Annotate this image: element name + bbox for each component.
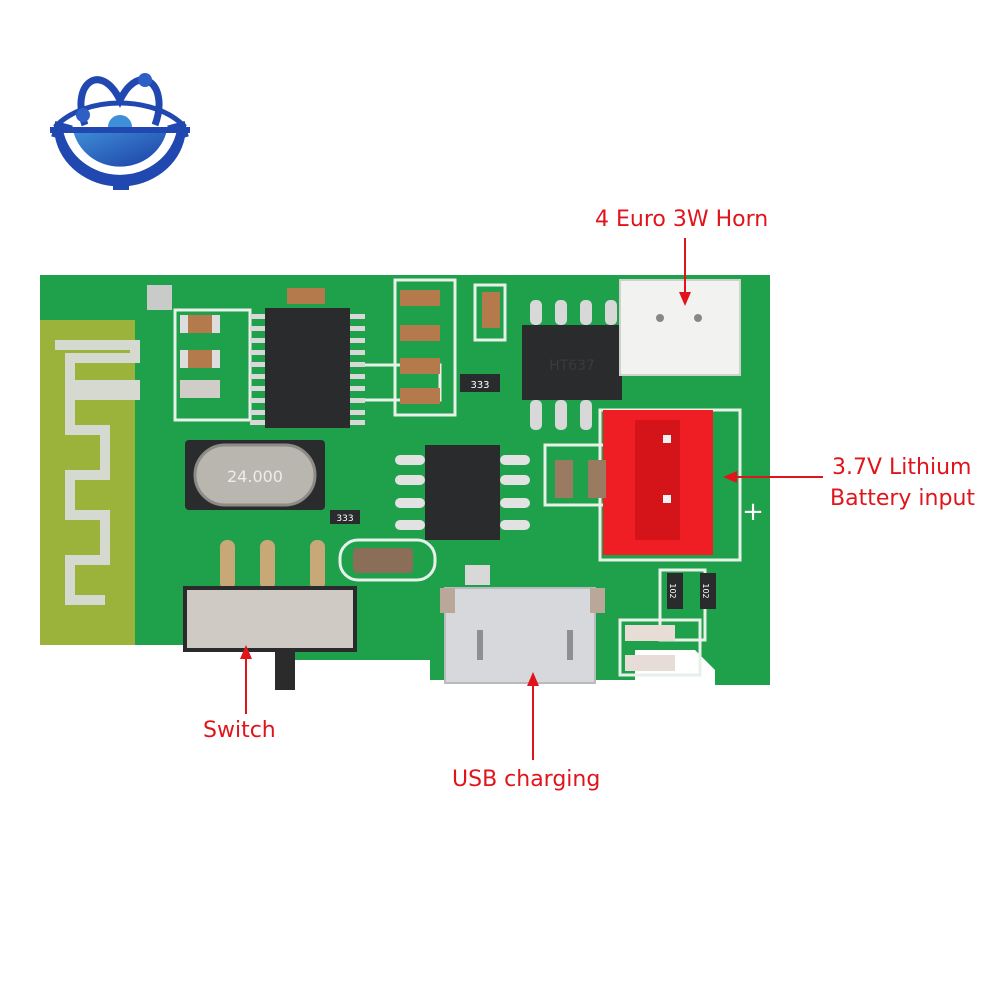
svg-text:102: 102: [668, 583, 677, 598]
horn-label: 4 Euro 3W Horn: [595, 207, 769, 232]
switch-label: Switch: [203, 718, 276, 743]
battery-label-line2: Battery input: [830, 486, 976, 511]
switch-arrow-line: [245, 658, 247, 714]
arrow-up-icon: [240, 645, 252, 659]
arrow-down-icon: [679, 292, 691, 306]
svg-text:333: 333: [336, 514, 353, 524]
bluetooth-audio-pcb: 333 HT637 + 24.000 333: [35, 270, 775, 700]
svg-text:24.000: 24.000: [227, 467, 283, 486]
arrow-up-icon: [527, 672, 539, 686]
svg-text:HT637: HT637: [549, 358, 595, 374]
svg-text:333: 333: [470, 380, 489, 391]
arrow-left-icon: [723, 471, 737, 483]
svg-text:102: 102: [701, 583, 710, 598]
usb-charging-label: USB charging: [452, 767, 601, 792]
brand-logo: [45, 45, 195, 190]
horn-arrow-line: [684, 238, 686, 296]
battery-label-line1: 3.7V Lithium: [832, 455, 972, 480]
atom-gear-logo-icon: [50, 73, 190, 190]
svg-text:+: +: [742, 497, 764, 527]
battery-arrow-line: [735, 476, 823, 478]
usb-arrow-line: [532, 685, 534, 760]
